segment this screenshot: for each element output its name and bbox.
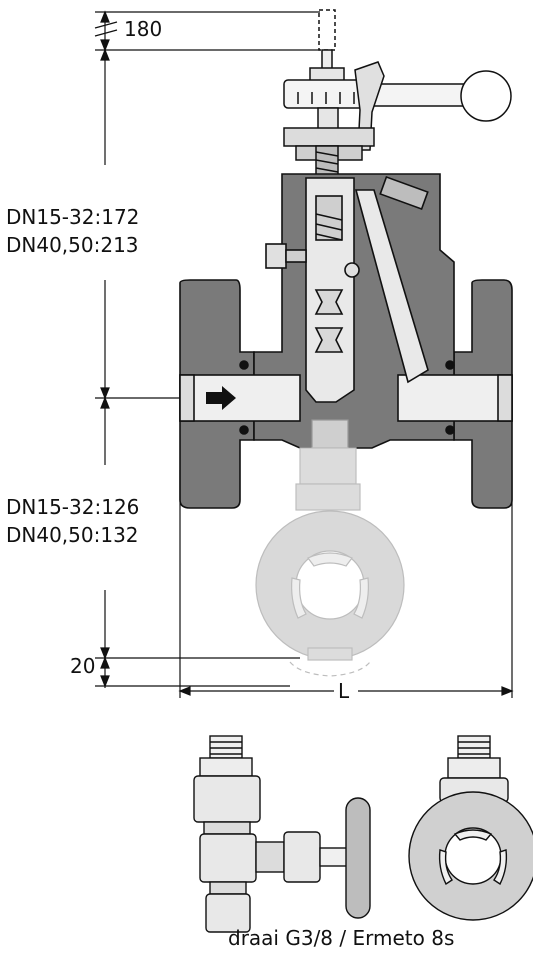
connection-caption: draai G3/8 / Ermeto 8s	[228, 926, 455, 950]
dim-lower-height-line1: DN15-32:126	[6, 495, 140, 519]
dim-bottom-offset: 20	[70, 654, 96, 678]
dim-top-height: 180	[124, 17, 163, 41]
dim-upper-height-line2: DN40,50:213	[6, 233, 139, 257]
flow-arrow-icon	[206, 386, 236, 410]
dimension-lines	[94, 10, 514, 698]
valve-body-section	[179, 173, 513, 509]
front-view-fitting	[408, 735, 533, 921]
side-view-fitting	[193, 735, 371, 933]
handwheel-assembly	[283, 9, 512, 177]
dim-lower-height-line2: DN40,50:132	[6, 523, 139, 547]
dim-length-label: L	[338, 679, 350, 703]
dim-upper-height-line1: DN15-32:172	[6, 205, 140, 229]
lower-sight-glass-ghost	[255, 419, 405, 677]
